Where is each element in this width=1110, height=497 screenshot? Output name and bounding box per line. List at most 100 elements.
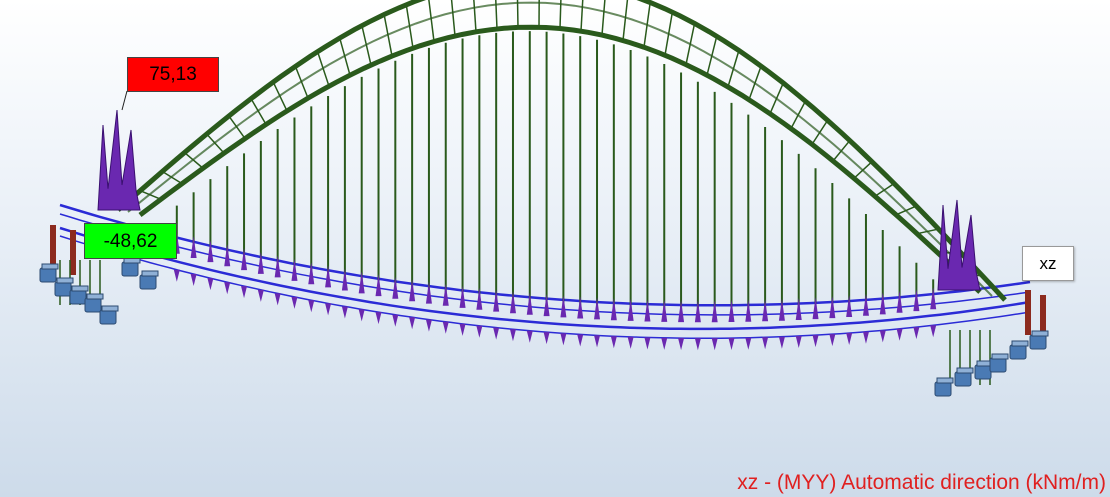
moment-spike-down	[577, 334, 584, 347]
moment-spike-up	[190, 236, 197, 259]
moment-spike-up	[644, 299, 651, 322]
moment-spike-up	[274, 255, 281, 278]
arch-lattice-member	[559, 0, 562, 29]
arch-lattice-member	[790, 100, 807, 129]
arch-lattice-member	[383, 14, 393, 57]
moment-spike-up	[913, 289, 920, 312]
arch-bracing	[127, 1, 993, 297]
moment-spike-down	[392, 314, 399, 327]
moment-spike-down	[409, 317, 416, 330]
max-value-label: 75,13	[127, 57, 219, 92]
arch-lattice-member	[622, 0, 629, 41]
arch-lattice-member	[495, 0, 498, 29]
moment-spike-up	[358, 271, 365, 294]
moment-spike-down	[627, 336, 634, 349]
moment-spike-up	[409, 279, 416, 302]
moment-spike-up	[224, 244, 231, 267]
moment-spike-down	[644, 337, 651, 350]
deck-edge-line	[59, 235, 1031, 339]
moment-spike-down	[241, 286, 248, 299]
deck-edge-line	[59, 203, 1031, 307]
arch-lattice-member	[361, 25, 372, 66]
moment-spike-up	[509, 291, 516, 314]
moment-spike-down	[224, 282, 231, 295]
moment-spike-down	[862, 331, 869, 344]
moment-spike-down	[442, 321, 449, 334]
moment-spike-down	[812, 335, 819, 348]
moment-spike-up	[661, 299, 668, 322]
arch-lattice-member	[601, 0, 606, 36]
moment-spike-down	[560, 333, 567, 346]
moment-spike-up	[879, 292, 886, 315]
arch-lattice-member	[895, 205, 917, 216]
support-block-icon	[54, 277, 74, 297]
moment-spike-down	[778, 336, 785, 349]
end-column	[70, 230, 76, 275]
arch-lattice-member	[916, 228, 939, 235]
moment-spike-up	[241, 248, 248, 271]
moment-spike-up	[778, 298, 785, 321]
moment-spike-up	[762, 299, 769, 322]
moment-spike-down	[829, 334, 836, 347]
moment-spike-up	[930, 287, 937, 310]
arch-lattice-member	[643, 2, 651, 48]
arch-lattice-member	[184, 151, 204, 169]
moment-spike-up	[577, 296, 584, 319]
moment-spike-down	[291, 296, 298, 309]
moment-spike-up	[375, 274, 382, 297]
moment-peak-right	[937, 199, 981, 291]
result-caption: xz - (MYY) Automatic direction (kNm/m)	[737, 471, 1106, 494]
support-block-icon	[139, 270, 159, 290]
moment-spike-up	[392, 276, 399, 299]
moment-spike-down	[762, 337, 769, 350]
moment-spike-up	[476, 287, 483, 310]
moment-spike-up	[812, 297, 819, 320]
arch-lattice-member	[853, 161, 873, 179]
min-value-label: -48,62	[84, 223, 177, 259]
moment-spike-down	[795, 336, 802, 349]
arch-lattice-member	[811, 119, 829, 145]
moment-spike-down	[493, 327, 500, 340]
arch-hangers	[175, 31, 935, 315]
arch-lattice-member	[832, 140, 851, 162]
view-plane-label[interactable]: xz	[1022, 246, 1074, 281]
moment-spike-down	[274, 293, 281, 306]
moment-spike-down	[509, 329, 516, 342]
moment-spike-up	[594, 297, 601, 320]
bridge-arch	[116, 0, 1007, 302]
arch-lattice-member	[405, 4, 414, 49]
moment-spike-down	[879, 330, 886, 343]
arch-lattice-member	[339, 37, 351, 76]
arch-lattice-member	[685, 23, 696, 65]
moment-spike-down	[896, 328, 903, 341]
moment-spike-up	[829, 296, 836, 319]
moment-spike-down	[476, 325, 483, 338]
moment-spike-up	[207, 240, 214, 263]
arch-lattice-member	[206, 133, 225, 154]
moment-spike-down	[610, 336, 617, 349]
moment-spike-down	[207, 278, 214, 291]
moment-spike-down	[190, 274, 197, 287]
support-block-icon	[121, 257, 141, 277]
moment-spike-up	[493, 289, 500, 312]
arch-lattice-member	[748, 65, 762, 100]
moment-spike-up	[862, 293, 869, 316]
moment-spike-up	[896, 290, 903, 313]
moment-diagram	[97, 109, 981, 351]
arch-lattice-member	[228, 115, 246, 139]
moment-spike-down	[325, 303, 332, 316]
moment-spike-down	[543, 332, 550, 345]
arch-lattice-member	[316, 51, 330, 87]
moment-spike-up	[678, 300, 685, 323]
moment-spike-down	[526, 330, 533, 343]
arch-lattice-member	[272, 81, 288, 112]
moment-spike-down	[930, 325, 937, 338]
arch-lattice-member	[706, 36, 718, 76]
moment-spike-up	[694, 300, 701, 323]
moment-spike-up	[627, 298, 634, 321]
end-column	[50, 225, 56, 270]
moment-spike-down	[678, 338, 685, 351]
arch-lattice-member	[450, 0, 456, 37]
moment-spike-down	[846, 333, 853, 346]
